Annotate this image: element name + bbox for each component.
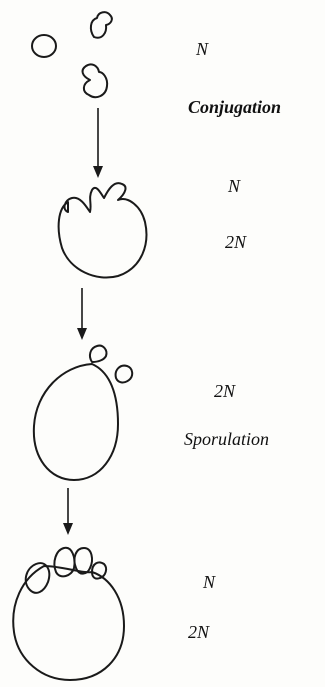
label-stage1-ploidy: N [196, 39, 209, 59]
diploid-bud-right [114, 364, 134, 384]
ascus-cell [12, 546, 125, 681]
arrow-1 [93, 108, 103, 178]
label-stage4-ploidy-n: N [203, 572, 216, 592]
zygote-cell [57, 182, 148, 279]
mating-cells [81, 63, 109, 99]
diploid-cell-body [32, 363, 119, 481]
ascus-body [12, 565, 125, 681]
label-stage4-ploidy-2n: 2N [188, 622, 210, 642]
spore-2 [53, 546, 76, 578]
arrow-3 [63, 488, 73, 535]
diploid-bud-upper [88, 344, 108, 363]
label-sporulation: Sporulation [184, 429, 270, 449]
label-stage3-ploidy: 2N [214, 381, 236, 401]
spore-1 [24, 562, 51, 594]
haploid-cell-right-budding [89, 11, 113, 39]
label-conjugation: Conjugation [188, 97, 282, 117]
label-stage2-ploidy-n: N [228, 176, 241, 196]
arrow-2 [77, 288, 87, 340]
spore-3 [73, 547, 93, 575]
spore-4 [91, 561, 108, 580]
haploid-cell-left [31, 34, 57, 58]
diploid-budding-cell [32, 344, 134, 481]
haploid-cell-pair [31, 11, 113, 58]
label-stage2-ploidy-2n: 2N [225, 232, 247, 252]
